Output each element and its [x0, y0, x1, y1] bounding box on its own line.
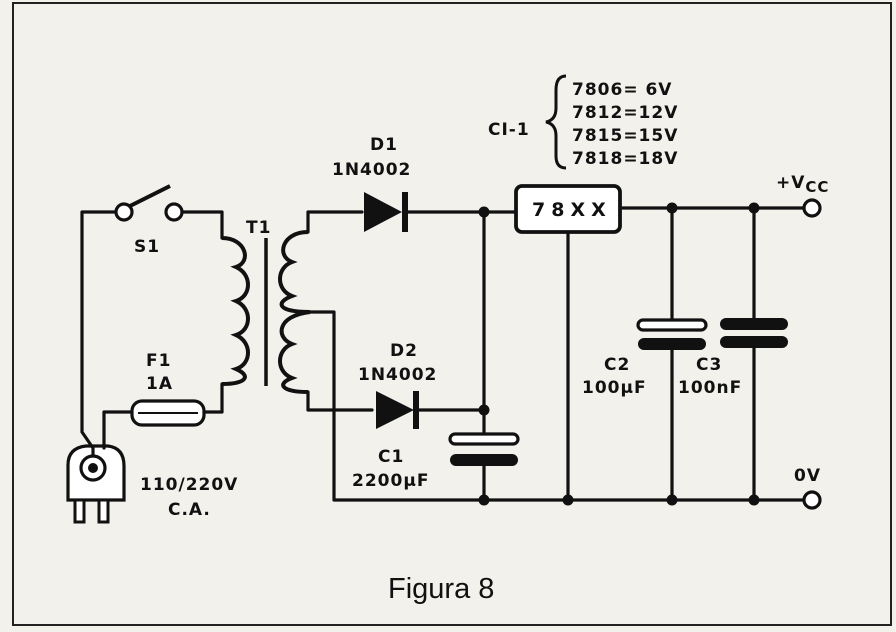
terminal-ground: [802, 490, 822, 510]
junction-reg-ground: [562, 494, 574, 506]
regulator-options-brace: [545, 74, 567, 170]
label-d2-part: 1N4002: [358, 365, 437, 385]
regulator-option-1: 7806= 6V: [572, 80, 672, 100]
label-c3: C3: [696, 355, 722, 375]
label-vcc: +VCC: [776, 173, 829, 196]
label-vcc-sub: CC: [805, 178, 829, 196]
transformer-secondary-coil: [278, 230, 311, 394]
label-vcc-prefix: +V: [776, 173, 805, 193]
label-ground: 0V: [794, 466, 821, 486]
junction-c2-vcc: [666, 202, 678, 214]
label-f1-value: 1A: [146, 374, 173, 394]
mains-plug: [66, 444, 126, 524]
figure-caption: Figura 8: [388, 573, 494, 605]
regulator-option-4: 7818=18V: [572, 149, 678, 169]
wire-switch-to-primary: [180, 210, 224, 240]
diode-d1: [364, 192, 408, 232]
regulator-option-2: 7812=12V: [572, 103, 678, 123]
junction-d2: [478, 404, 490, 416]
label-d1-part: 1N4002: [332, 160, 411, 180]
label-mains-voltage: 110/220V: [140, 475, 238, 495]
label-t1: T1: [246, 218, 271, 238]
label-c1-value: 2200µF: [352, 471, 429, 491]
terminal-vcc: [802, 198, 822, 218]
junction-c1-ground: [478, 494, 490, 506]
transformer-primary-coil: [221, 236, 250, 386]
switch-s1: [114, 184, 184, 222]
figure-border: [12, 2, 892, 626]
junction-c2-ground: [666, 494, 678, 506]
label-c2: C2: [604, 355, 630, 375]
label-d2: D2: [390, 341, 418, 361]
wire-secondary-to-d1: [306, 210, 364, 234]
label-f1: F1: [146, 351, 171, 371]
fuse-f1: [130, 399, 206, 427]
capacitor-c3: [720, 318, 788, 348]
label-c3-value: 100nF: [678, 378, 742, 398]
label-s1: S1: [134, 237, 160, 257]
capacitor-c2: [636, 318, 708, 350]
label-d1: D1: [370, 135, 398, 155]
junction-d1: [478, 206, 490, 218]
label-ci1: CI-1: [488, 120, 530, 140]
junction-c3-vcc: [748, 202, 760, 214]
wire-fuse-to-primary: [202, 382, 224, 414]
label-c1: C1: [378, 447, 404, 467]
junction-c3-ground: [748, 494, 760, 506]
wire-plug-to-fuse: [102, 410, 134, 450]
label-c2-value: 100µF: [582, 378, 647, 398]
wire-plug-to-switch: [80, 210, 118, 458]
label-mains-type: C.A.: [168, 500, 211, 520]
regulator-option-3: 7815=15V: [572, 126, 678, 146]
diode-d2: [376, 391, 419, 429]
wire-secondary-to-d2: [306, 390, 374, 412]
wire-center-tap-to-ground: [308, 310, 490, 502]
label-regulator-body: 78XX: [532, 199, 612, 221]
capacitor-c1: [448, 432, 520, 466]
